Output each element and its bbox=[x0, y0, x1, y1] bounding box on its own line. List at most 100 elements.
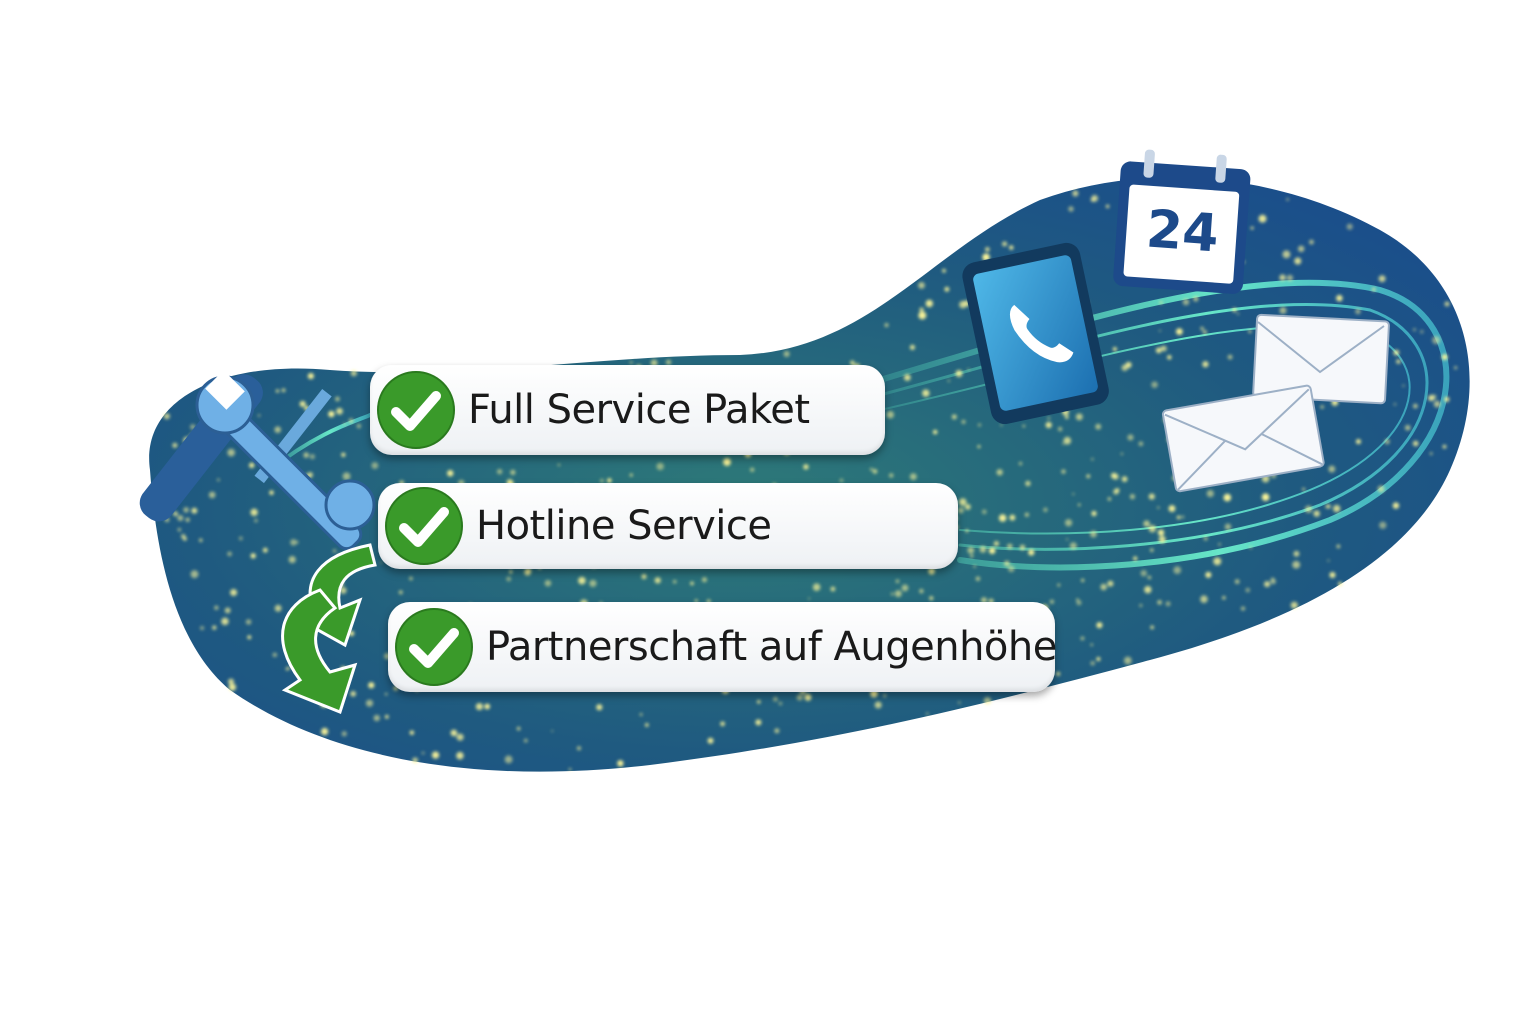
sparkle bbox=[965, 529, 969, 533]
sparkle bbox=[1086, 474, 1091, 479]
sparkle bbox=[230, 588, 238, 597]
sparkle bbox=[1175, 328, 1183, 336]
sparkle bbox=[1148, 525, 1157, 533]
sparkle bbox=[1004, 560, 1010, 567]
sparkle bbox=[1127, 434, 1134, 441]
sparkle bbox=[409, 576, 413, 581]
sparkle bbox=[245, 619, 252, 625]
sparkle bbox=[1248, 329, 1252, 333]
sparkle bbox=[328, 410, 335, 418]
sparkle bbox=[1294, 257, 1302, 265]
sparkle bbox=[1144, 585, 1152, 594]
sparkle bbox=[1182, 298, 1190, 306]
sparkle bbox=[1432, 336, 1441, 345]
sparkle bbox=[919, 307, 924, 312]
feature-label: Partnerschaft auf Augenhöhe bbox=[486, 624, 1057, 670]
sparkle bbox=[456, 733, 464, 741]
sparkle bbox=[1200, 326, 1204, 331]
sparkle bbox=[385, 693, 388, 696]
sparkle bbox=[1075, 413, 1083, 421]
sparkle bbox=[1309, 239, 1314, 245]
sparkle bbox=[1112, 347, 1117, 352]
check-circle-icon bbox=[377, 371, 455, 449]
sparkle bbox=[1165, 601, 1171, 607]
sparkle bbox=[1264, 581, 1271, 588]
sparkle bbox=[1176, 515, 1181, 520]
sparkle bbox=[981, 509, 987, 515]
sparkle bbox=[600, 478, 604, 483]
sparkle bbox=[888, 473, 894, 478]
sparkle bbox=[1320, 405, 1324, 409]
sparkle bbox=[951, 414, 957, 420]
sparkle bbox=[909, 344, 916, 350]
sparkle bbox=[957, 507, 964, 514]
feature-item-partnership: Partnerschaft auf Augenhöhe bbox=[388, 602, 1057, 692]
phone-icon bbox=[962, 242, 1109, 425]
sparkle bbox=[961, 419, 966, 424]
sparkle bbox=[1206, 489, 1214, 498]
sparkle bbox=[650, 359, 658, 367]
sparkle bbox=[177, 528, 182, 532]
sparkle bbox=[929, 596, 934, 601]
sparkle bbox=[967, 368, 970, 371]
sparkle bbox=[979, 546, 987, 553]
sparkle bbox=[1024, 512, 1029, 517]
sparkle bbox=[1069, 542, 1077, 550]
sparkle bbox=[925, 299, 934, 308]
sparkle bbox=[1049, 599, 1055, 604]
sparkle bbox=[755, 719, 762, 726]
sparkle bbox=[1062, 442, 1065, 445]
sparkle bbox=[1105, 204, 1110, 208]
check-circle-icon bbox=[385, 487, 463, 565]
sparkle bbox=[1007, 543, 1013, 550]
sparkle bbox=[421, 751, 425, 755]
sparkle bbox=[227, 448, 236, 457]
sparkle bbox=[1143, 520, 1150, 528]
sparkle bbox=[629, 361, 633, 365]
sparkle bbox=[356, 423, 362, 429]
sparkle bbox=[958, 498, 967, 506]
sparkle bbox=[398, 590, 403, 595]
sparkle bbox=[1245, 587, 1250, 593]
sparkle bbox=[1279, 274, 1286, 281]
sparkle bbox=[1110, 472, 1117, 479]
sparkle bbox=[1279, 306, 1287, 315]
sparkle bbox=[1240, 606, 1246, 611]
sparkle bbox=[1441, 354, 1448, 360]
sparkle bbox=[484, 703, 491, 710]
sparkle bbox=[200, 626, 205, 630]
sparkle bbox=[1113, 489, 1119, 495]
sparkle bbox=[247, 635, 252, 640]
sparkle bbox=[1158, 329, 1161, 332]
sparkle bbox=[1121, 476, 1128, 482]
sparkle bbox=[1223, 493, 1232, 502]
sparkle bbox=[589, 579, 597, 588]
sparkle bbox=[1148, 493, 1155, 500]
sparkle bbox=[909, 473, 917, 481]
sparkle bbox=[185, 517, 190, 522]
envelope-icon bbox=[1252, 313, 1390, 405]
sparkle bbox=[1433, 400, 1441, 408]
sparkle bbox=[1413, 328, 1416, 331]
sparkle bbox=[551, 729, 554, 732]
sparkle bbox=[707, 737, 714, 744]
feature-label: Hotline Service bbox=[476, 503, 772, 549]
sparkle bbox=[617, 760, 624, 767]
sparkle bbox=[578, 576, 586, 585]
sparkle bbox=[199, 538, 203, 542]
sparkle bbox=[996, 469, 1003, 476]
sparkle bbox=[1393, 349, 1400, 356]
sparkle bbox=[1332, 504, 1341, 513]
sparkle bbox=[812, 583, 821, 591]
sparkle bbox=[1090, 530, 1097, 538]
sparkle bbox=[341, 452, 346, 457]
sparkle bbox=[1018, 461, 1023, 466]
sparkle bbox=[1338, 581, 1343, 586]
sparkle bbox=[944, 286, 950, 292]
sparkle bbox=[1428, 394, 1435, 402]
sparkle bbox=[1065, 415, 1069, 419]
sparkle bbox=[1327, 559, 1330, 562]
sparkle bbox=[523, 738, 528, 743]
sparkle bbox=[1168, 505, 1176, 513]
sparkle bbox=[1346, 223, 1353, 230]
